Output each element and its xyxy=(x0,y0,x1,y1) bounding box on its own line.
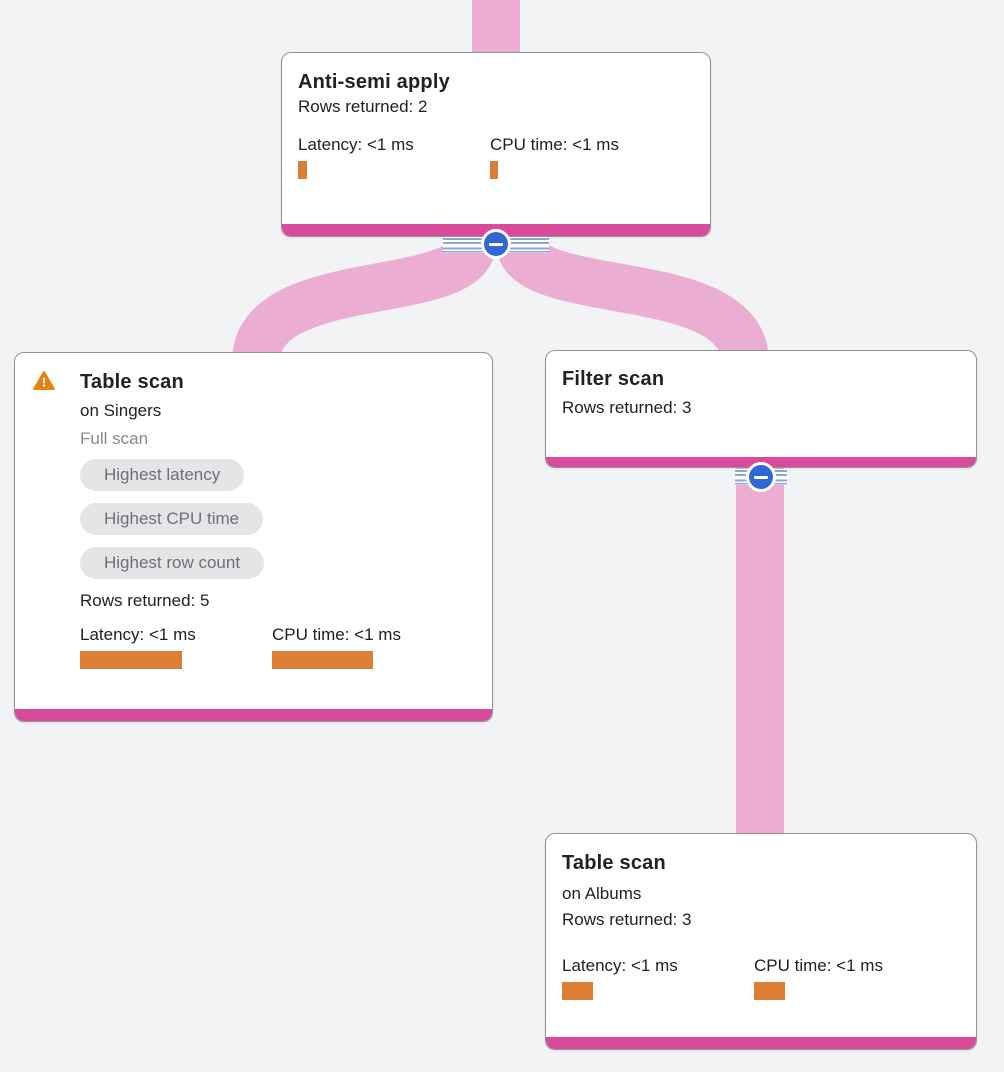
node-accent-bar xyxy=(282,224,710,236)
node-accent-bar xyxy=(15,709,492,721)
cpu-bar xyxy=(754,982,785,1000)
minus-circle-icon xyxy=(754,475,768,479)
latency-label: Latency: <1 ms xyxy=(80,625,196,644)
latency-bar xyxy=(562,982,593,1000)
cpu-bar xyxy=(490,161,498,179)
plan-node-table-scan-albums[interactable]: Table scan on Albums Rows returned: 3 La… xyxy=(545,833,977,1050)
cpu-metric: CPU time: <1 ms xyxy=(754,954,946,1000)
plan-node-table-scan-singers[interactable]: Table scan on Singers Full scan Highest … xyxy=(14,352,493,722)
minus-circle-icon xyxy=(489,242,503,246)
edge-filter-scan-to-table-scan-albums xyxy=(736,462,784,840)
latency-metric: Latency: <1 ms xyxy=(562,954,754,1000)
cpu-label: CPU time: <1 ms xyxy=(490,135,619,154)
cpu-label: CPU time: <1 ms xyxy=(754,956,883,975)
full-scan-note: Full scan xyxy=(80,429,149,448)
cpu-metric: CPU time: <1 ms xyxy=(272,623,464,669)
plan-node-filter-scan[interactable]: Filter scan Rows returned: 3 xyxy=(545,350,977,468)
latency-metric: Latency: <1 ms xyxy=(298,133,490,179)
node-subtitle: on Singers xyxy=(80,401,162,420)
node-title: Anti-semi apply xyxy=(298,71,450,93)
latency-label: Latency: <1 ms xyxy=(562,956,678,975)
cpu-label: CPU time: <1 ms xyxy=(272,625,401,644)
node-title: Filter scan xyxy=(562,368,665,390)
edge-anti-semi-apply-to-table-scan-singers xyxy=(232,237,496,365)
edge-parent-to-anti-semi-apply xyxy=(472,0,520,58)
latency-bar xyxy=(80,651,182,669)
latency-metric: Latency: <1 ms xyxy=(80,623,272,669)
rows-returned: Rows returned: 3 xyxy=(562,910,692,929)
rows-returned: Rows returned: 3 xyxy=(562,398,692,417)
metrics-row: Latency: <1 ms CPU time: <1 ms xyxy=(562,954,960,1000)
collapse-button[interactable] xyxy=(484,232,508,256)
latency-label: Latency: <1 ms xyxy=(298,135,414,154)
node-subtitle: on Albums xyxy=(562,884,642,903)
warning-triangle-icon xyxy=(33,371,55,390)
node-title: Table scan xyxy=(80,371,184,393)
node-title: Table scan xyxy=(562,852,666,874)
latency-bar xyxy=(298,161,307,179)
cpu-bar xyxy=(272,651,373,669)
badge-highest-row-count: Highest row count xyxy=(80,547,265,579)
node-accent-bar xyxy=(546,457,976,467)
cpu-metric: CPU time: <1 ms xyxy=(490,133,682,179)
badge-highest-latency: Highest latency xyxy=(80,459,245,491)
badge-list: Highest latency Highest CPU time Highest… xyxy=(80,459,476,579)
collapse-button[interactable] xyxy=(749,465,773,489)
metrics-row: Latency: <1 ms CPU time: <1 ms xyxy=(80,623,476,669)
badge-highest-cpu-time: Highest CPU time xyxy=(80,503,264,535)
node-accent-bar xyxy=(546,1037,976,1049)
edge-anti-semi-apply-to-filter-scan xyxy=(496,237,769,365)
plan-node-anti-semi-apply[interactable]: Anti-semi apply Rows returned: 2 Latency… xyxy=(281,52,711,237)
metrics-row: Latency: <1 ms CPU time: <1 ms xyxy=(298,133,694,179)
rows-returned: Rows returned: 5 xyxy=(80,591,210,610)
rows-returned: Rows returned: 2 xyxy=(298,97,428,116)
